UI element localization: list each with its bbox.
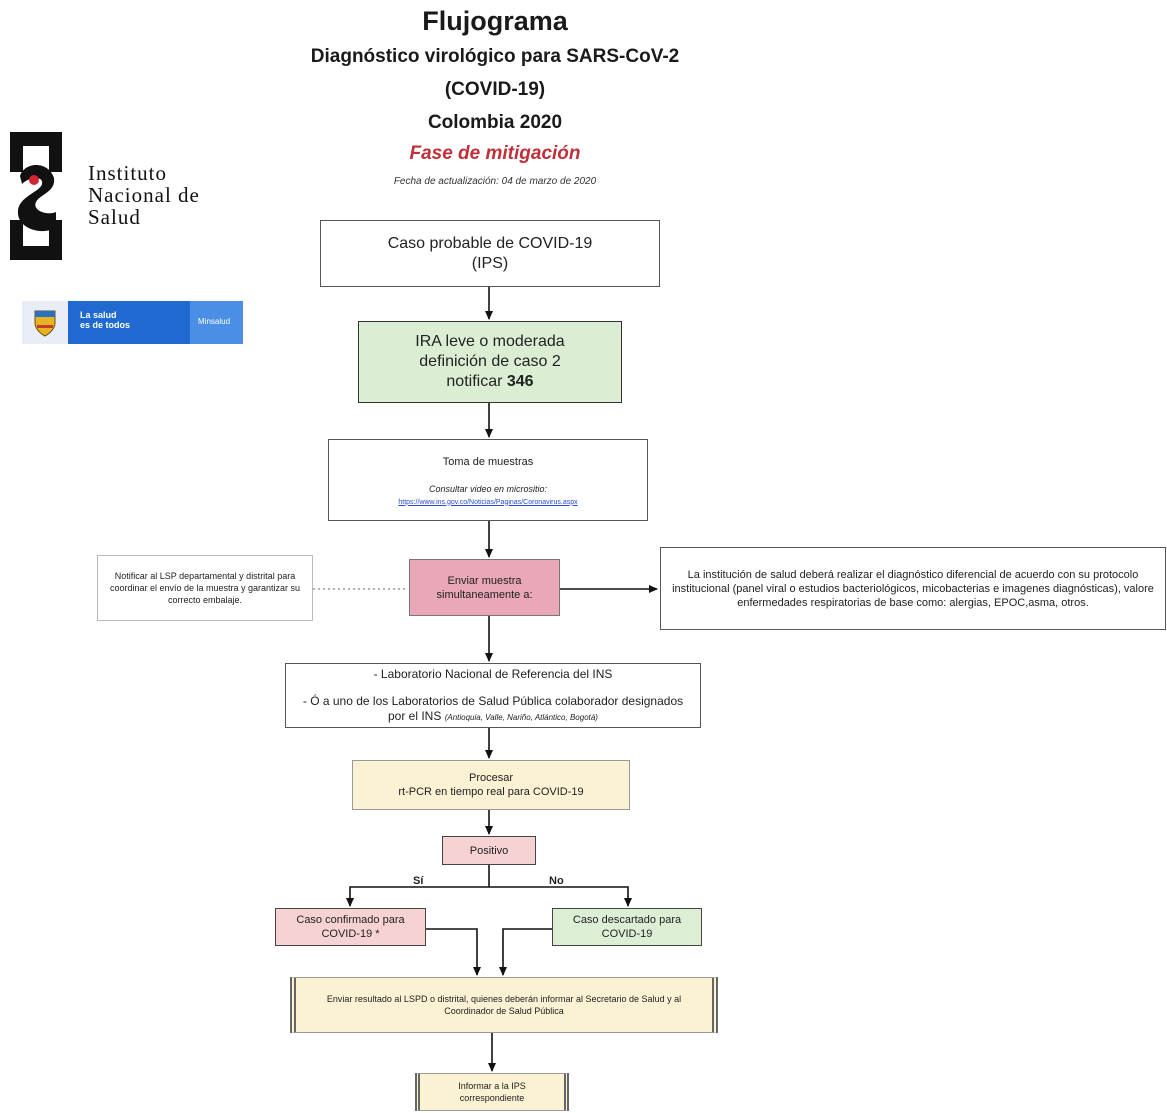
notify-lsp-text: Notificar al LSP departamental y distrit… (109, 571, 301, 605)
subtitle-covid: (COVID-19) (444, 79, 546, 100)
ira-line3: notificar 346 (446, 372, 533, 392)
ira-line2: definición de caso 2 (419, 353, 561, 370)
microsite-link[interactable]: https://www.ins.gov.co/Noticias/Paginas/… (398, 498, 578, 506)
process-line2: rt-PCR en tiempo real para COVID-19 (398, 786, 584, 798)
branch-yes-label: Sí (413, 875, 424, 887)
box-inform-ips: Informar a la IPS correspondiente (415, 1073, 569, 1111)
ins-logo: Instituto Nacional de Salud (10, 132, 265, 260)
coat-of-arms-icon (34, 310, 56, 337)
subtitle-country-year: Colombia 2020 (427, 112, 563, 133)
inform-ips-text: Informar a la IPS correspondiente (458, 1081, 526, 1103)
box-reference-labs: - Laboratorio Nacional de Referencia del… (285, 663, 701, 728)
probable-case-line1: Caso probable de COVID-19 (387, 234, 593, 252)
process-line1: Procesar (468, 772, 514, 784)
gov-logo: La salud es de todos Minsalud (22, 301, 243, 344)
gov-ministry-label: Minsalud (198, 317, 231, 326)
arrow-discarded-step8 (499, 928, 552, 976)
ins-name-line3: Salud (88, 205, 141, 229)
reference-lab-line2-main: - Ó a uno de los Laboratorios de Salud P… (302, 693, 684, 723)
sample-collection-title: Toma de muestras (442, 455, 534, 468)
differential-diagnosis-text: La institución de salud deberá realizar … (672, 568, 1154, 609)
ira-line1: IRA leve o moderada (415, 333, 565, 350)
box-confirmed-case: Caso confirmado para COVID-19 * (275, 908, 426, 946)
sample-collection-note: Consultar video en micrositio: (428, 483, 548, 494)
branch-no-label: No (549, 875, 564, 887)
ins-emblem-icon (10, 132, 62, 260)
ira-event-code: 346 (506, 373, 534, 390)
page-title: Flujograma (422, 6, 568, 36)
subtitle-diagnostic: Diagnóstico virológico para SARS-CoV-2 (310, 46, 680, 67)
ins-name-line1: Instituto (88, 161, 168, 185)
update-date: Fecha de actualización: 04 de marzo de 2… (393, 176, 597, 187)
box-send-result: Enviar resultado al LSPD o distrital, qu… (290, 977, 718, 1033)
send-result-text: Enviar resultado al LSPD o distrital, qu… (326, 994, 682, 1016)
box-sample-collection: Toma de muestras Consultar video en micr… (328, 439, 648, 521)
arrow-branch-no (489, 886, 632, 907)
box-probable-case: Caso probable de COVID-19 (IPS) (320, 220, 660, 287)
reference-lab-regions: (Antioquia, Valle, Nariño, Atlántico, Bo… (444, 712, 598, 722)
box-notify-lsp: Notificar al LSP departamental y distrit… (97, 555, 313, 621)
box-process-pcr: Procesar rt-PCR en tiempo real para COVI… (352, 760, 630, 810)
arrow-confirmed-step8 (426, 928, 481, 976)
gov-slogan-line1: La salud (80, 310, 117, 320)
box-differential-diagnosis: La institución de salud deberá realizar … (660, 547, 1166, 630)
box-ira-notify: IRA leve o moderada definición de caso 2… (358, 321, 622, 403)
reference-lab-line2: - Ó a uno de los Laboratorios de Salud P… (294, 694, 692, 725)
reference-lab-line1: - Laboratorio Nacional de Referencia del… (373, 666, 613, 681)
box-discarded-case: Caso descartado para COVID-19 (552, 908, 702, 946)
gov-slogan-line2: es de todos (80, 320, 131, 330)
arrow-branch-yes (346, 886, 489, 907)
ira-line3-prefix: notificar (446, 373, 507, 390)
box-positive: Positivo (442, 836, 536, 865)
send-sample-text: Enviar muestra simultaneamente a: (436, 574, 533, 601)
probable-case-line2: (IPS) (471, 254, 509, 272)
ins-name-line2: Nacional de (88, 183, 200, 207)
confirmed-case-text: Caso confirmado para COVID-19 * (296, 914, 405, 940)
discarded-case-text: Caso descartado para COVID-19 (572, 914, 682, 940)
box-send-sample: Enviar muestra simultaneamente a: (409, 559, 560, 616)
positive-text: Positivo (469, 844, 509, 857)
phase-label: Fase de mitigación (409, 143, 581, 164)
